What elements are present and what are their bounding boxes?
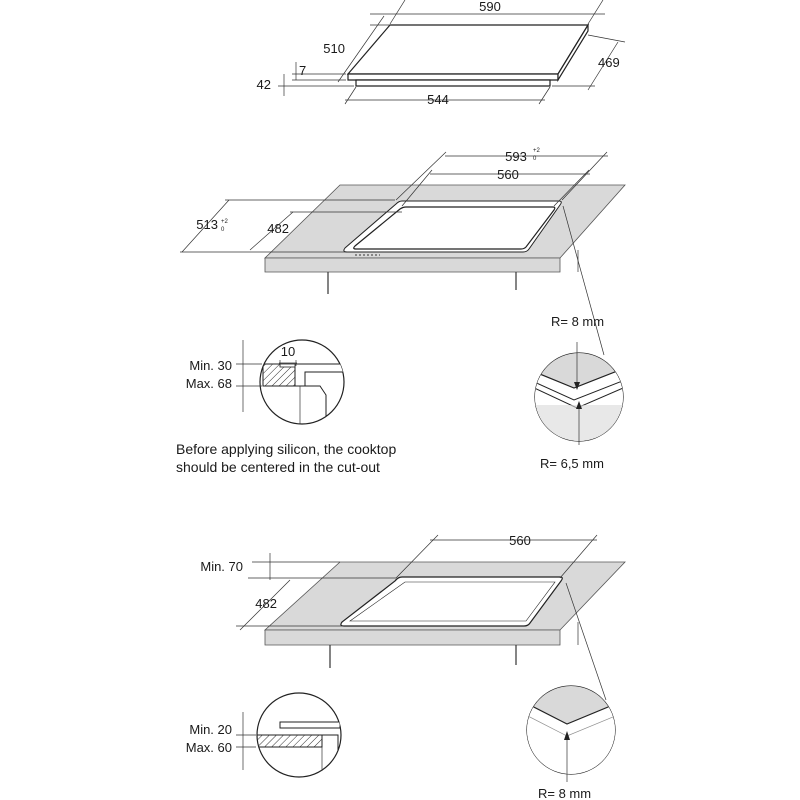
dim-cutout-outer-width: 593 xyxy=(505,149,527,164)
worktop-front xyxy=(264,257,561,273)
detail-standard-section: Min. 20 Max. 60 xyxy=(186,692,342,778)
dim-line-510 xyxy=(337,15,385,83)
note-line-1: Before applying silicon, the cooktop xyxy=(176,441,396,457)
hob-drawing: 590 510 469 544 7 42 xyxy=(257,0,626,107)
dim-line-482-flush xyxy=(249,211,294,251)
note-line-2: should be centered in the cut-out xyxy=(176,459,380,475)
label-inner-radius: R= 6,5 mm xyxy=(540,456,604,471)
cutout-standard xyxy=(340,576,563,627)
label-worktop-max-68: Max. 68 xyxy=(186,376,232,391)
tol-lower-513: 0 xyxy=(221,227,225,233)
dim-standard-width: 560 xyxy=(509,533,531,548)
label-worktop-min-20: Min. 20 xyxy=(189,722,232,737)
dim-cutout-inner-width: 560 xyxy=(497,167,519,182)
tol-upper-513: +2 xyxy=(221,219,229,225)
hob-top-surface xyxy=(346,24,590,75)
tol-lower-593: 0 xyxy=(533,156,537,162)
dim-line-513 xyxy=(181,199,230,253)
dim-line-482-standard xyxy=(239,579,291,631)
dim-cutout-outer-depth: 513 xyxy=(196,217,218,232)
dim-hob-width: 590 xyxy=(479,0,501,14)
dim-cutout-inner-depth: 482 xyxy=(267,221,289,236)
dim-line-469 xyxy=(587,41,619,91)
hob-side-edge xyxy=(557,22,589,83)
label-worktop-min-30: Min. 30 xyxy=(189,358,232,373)
dim-total-height: 42 xyxy=(257,77,271,92)
cutout-inner xyxy=(353,206,556,250)
detail-corner-radius-flush: R= 6,5 mm xyxy=(534,342,624,471)
dim-rebate-depth: 10 xyxy=(281,344,295,359)
dim-glass-thickness: 7 xyxy=(299,63,306,78)
hob-front-edge xyxy=(347,73,559,81)
worktop-front-standard xyxy=(264,629,561,646)
label-outer-radius: R= 8 mm xyxy=(551,314,604,329)
dim-hob-base: 544 xyxy=(427,92,449,107)
hob-base xyxy=(355,79,551,87)
flush-cutout-drawing: 593 +2 0 560 513 +2 0 482 R= 8 mm xyxy=(180,148,626,356)
detail-rebate-section: 10 Min. 30 Max. 68 xyxy=(186,339,345,425)
standard-cutout-drawing: 560 Min. 70 482 xyxy=(200,533,626,701)
detail-corner-radius-standard: R= 8 mm xyxy=(526,685,616,800)
dim-standard-depth: 482 xyxy=(255,596,277,611)
tol-upper-593: +2 xyxy=(533,148,541,154)
dim-hob-depth: 510 xyxy=(323,41,345,56)
label-worktop-max-60: Max. 60 xyxy=(186,740,232,755)
label-standard-radius: R= 8 mm xyxy=(538,786,591,800)
dim-hob-side: 469 xyxy=(598,55,620,70)
label-front-min-70: Min. 70 xyxy=(200,559,243,574)
